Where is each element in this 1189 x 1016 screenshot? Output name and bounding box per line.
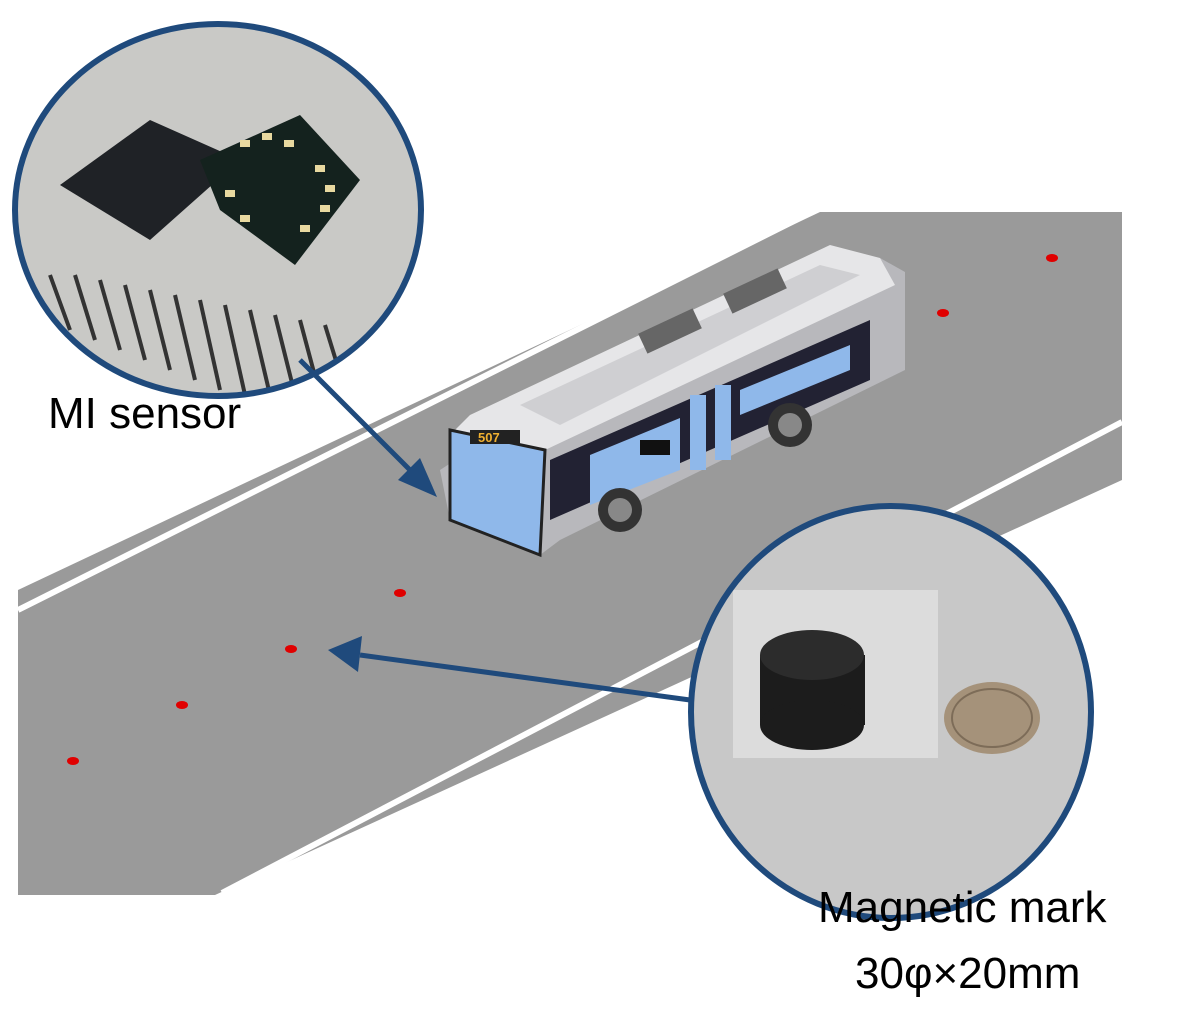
magnetic-mark-callout xyxy=(688,503,1094,921)
lane-line-lower xyxy=(220,419,1124,896)
ruler-ticks xyxy=(48,274,347,396)
magnetic-mark-label: Magnetic mark xyxy=(818,883,1107,932)
mark-arrow xyxy=(328,636,691,703)
magnet-photo xyxy=(760,630,865,750)
mark-dot xyxy=(1046,254,1058,262)
mi-sensor-callout xyxy=(12,21,424,399)
mark-dot xyxy=(937,309,949,317)
bus-illustration: 507 xyxy=(440,245,905,558)
magnet-callout-ring xyxy=(688,503,1094,921)
lane-line-upper xyxy=(16,209,814,613)
mark-dot xyxy=(176,701,188,709)
mark-dot xyxy=(394,589,406,597)
sensor-arrow xyxy=(298,358,437,497)
sensor-callout-ring xyxy=(12,21,424,399)
bus-route-number: 507 xyxy=(478,430,500,445)
magnetic-marks xyxy=(67,254,1058,765)
mark-dot xyxy=(285,645,297,653)
magnetic-mark-size-label: 30φ×20mm xyxy=(855,949,1081,998)
mi-sensor-label: MI sensor xyxy=(48,389,242,438)
mark-dot xyxy=(67,757,79,765)
coin-photo xyxy=(944,682,1040,754)
sensor-chip-photo xyxy=(60,115,360,265)
